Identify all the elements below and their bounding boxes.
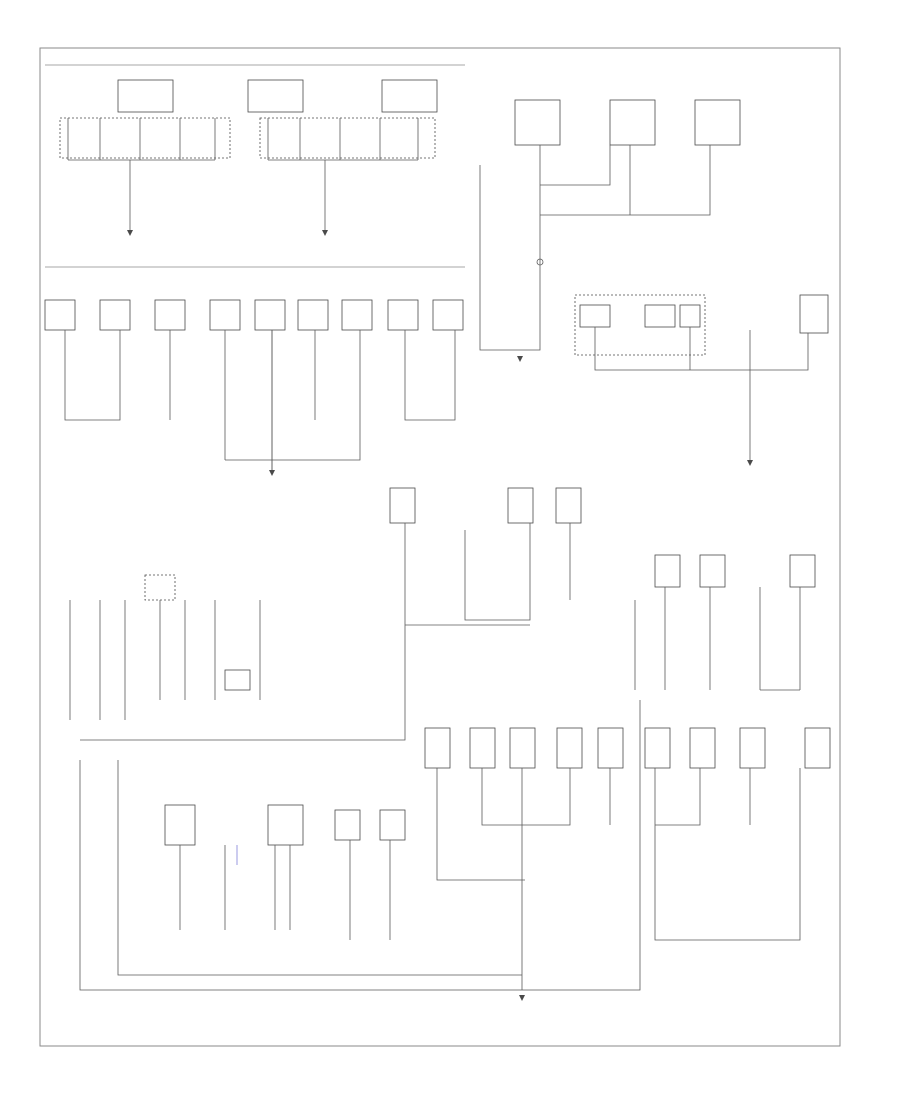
component-box: [254, 299, 286, 331]
wire-loop: [64, 330, 121, 421]
component-box: [389, 487, 416, 524]
splice-point: [536, 258, 544, 266]
wire-set: [179, 840, 391, 940]
center-module-group: [389, 487, 582, 690]
component-box: [789, 554, 816, 588]
component-box: [555, 487, 582, 524]
ground-symbol: [517, 356, 523, 362]
component-box: [804, 727, 831, 769]
component-box: [509, 727, 536, 769]
component-box: [424, 727, 451, 769]
wire-run: [540, 145, 711, 216]
bottom-left-group: [164, 804, 406, 940]
connector-block: [59, 117, 231, 159]
ground-symbol: [519, 995, 525, 1001]
diagram-frame: [39, 47, 841, 1047]
component-box: [654, 554, 681, 588]
ground-symbol: [322, 230, 328, 236]
relay-box: [644, 304, 676, 328]
component-box: [507, 487, 534, 524]
component-box: [267, 804, 304, 846]
ground-symbol: [747, 460, 753, 466]
component-box: [224, 669, 251, 691]
component-box: [644, 727, 671, 769]
wire-set: [67, 118, 216, 160]
component-box: [334, 809, 361, 841]
ground-symbol: [127, 230, 133, 236]
component-box: [739, 727, 766, 769]
wire-run: [80, 690, 406, 741]
component-box: [799, 294, 829, 334]
component-box: [297, 299, 329, 331]
relay-box: [579, 304, 611, 328]
relay-cluster: [574, 294, 829, 466]
wire-run: [522, 700, 641, 991]
wire-set: [169, 330, 456, 470]
wire-run: [520, 145, 541, 351]
component-box: [469, 727, 496, 769]
component-box: [341, 299, 373, 331]
component-box: [99, 299, 131, 331]
component-box: [387, 299, 419, 331]
wire-set: [404, 523, 571, 690]
module-box: [117, 79, 174, 113]
component-box: [689, 727, 716, 769]
wire-run: [268, 159, 418, 230]
ground-symbol: [269, 470, 275, 476]
component-box: [432, 299, 464, 331]
wire-set: [654, 768, 801, 941]
module-box: [694, 99, 741, 146]
switch-row-group: [44, 299, 464, 476]
relay-box: [679, 304, 701, 328]
wire-run: [540, 145, 611, 186]
top-left-module-group: [45, 64, 465, 236]
module-box: [514, 99, 561, 146]
connector-block: [259, 117, 436, 159]
wire-set: [436, 768, 611, 990]
wire-run: [68, 159, 215, 230]
wire-run: [79, 760, 522, 991]
top-right-module-group: [479, 99, 741, 362]
component-box: [597, 727, 624, 769]
module-box: [381, 79, 438, 113]
wire-set: [69, 600, 261, 720]
wire-run: [225, 330, 361, 470]
module-box: [247, 79, 304, 113]
wire-set: [634, 587, 801, 691]
wire-run: [594, 327, 809, 460]
module-box: [609, 99, 656, 146]
component-box: [699, 554, 726, 588]
lamp-group: [634, 554, 816, 691]
wire-run: [117, 760, 522, 976]
component-box: [44, 299, 76, 331]
component-box: [556, 727, 583, 769]
component-box: [164, 804, 196, 846]
wire-run: [479, 165, 520, 351]
component-box: [379, 809, 406, 841]
component-box: [209, 299, 241, 331]
component-box: [154, 299, 186, 331]
wire-set: [267, 118, 419, 160]
left-middle-group: [69, 574, 406, 741]
lower-module-group: [79, 700, 831, 1001]
component-box: [144, 574, 176, 601]
